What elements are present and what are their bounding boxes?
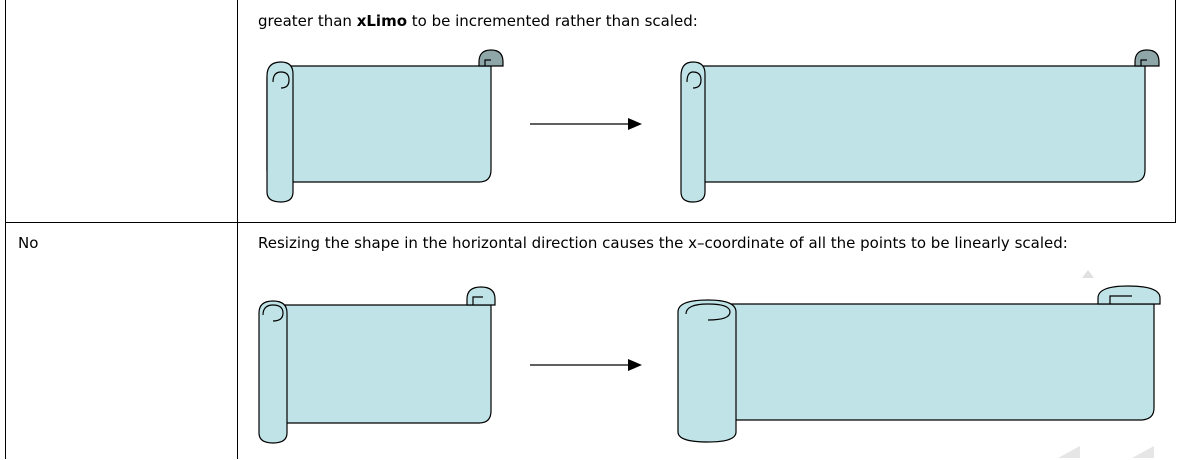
- scroll-body: [267, 66, 491, 182]
- arrow-head: [628, 118, 642, 130]
- table-left-border: [5, 0, 6, 459]
- scroll-left-roll: [259, 301, 287, 443]
- row1-description-before: greater than: [258, 12, 357, 30]
- row2-description: Resizing the shape in the horizontal dir…: [258, 234, 1078, 252]
- row2-scroll-scaled: [670, 282, 1170, 447]
- row2-arrow: [530, 355, 650, 375]
- scroll-top-right-curl: [479, 50, 503, 66]
- table-row-divider: [5, 222, 1176, 223]
- scroll-body: [275, 305, 491, 423]
- scroll-left-roll: [678, 300, 736, 442]
- row1-scroll-original: [259, 44, 504, 194]
- scroll-body: [685, 66, 1145, 182]
- faint-decoration: [1058, 440, 1178, 460]
- faint-triangle: [1132, 446, 1154, 458]
- table-column-divider: [237, 0, 238, 459]
- faint-triangle: [1058, 446, 1080, 458]
- faint-marker: [1082, 270, 1094, 280]
- scroll-top-right-curl: [1135, 50, 1159, 66]
- row1-description-bold: xLimo: [357, 12, 407, 30]
- faint-marker-triangle: [1082, 270, 1094, 278]
- row2-scroll-original: [255, 283, 505, 443]
- scroll-left-roll: [681, 62, 705, 202]
- row1-scroll-incremented: [677, 44, 1162, 194]
- row1-arrow: [530, 114, 650, 134]
- scroll-top-right-curl: [467, 287, 495, 305]
- row2-value-cell: No: [18, 234, 38, 252]
- table-right-border: [1175, 0, 1176, 223]
- arrow-head: [628, 359, 642, 371]
- row1-description: greater than xLimo to be incremented rat…: [258, 12, 698, 30]
- scroll-body: [730, 304, 1154, 420]
- scroll-top-right-curl: [1098, 286, 1160, 304]
- row1-description-after: to be incremented rather than scaled:: [407, 12, 698, 30]
